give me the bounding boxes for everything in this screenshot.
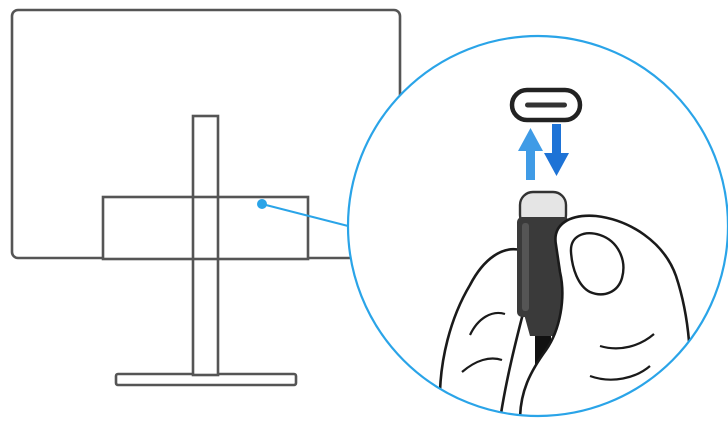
- hand-thumb-crease: [599, 333, 655, 350]
- hand-thumb-crease: [589, 365, 651, 381]
- usb-c-strain-relief: [524, 314, 562, 336]
- remove-arrow-icon: [544, 124, 569, 176]
- insert-arrow-icon: [518, 128, 543, 180]
- monitor-back-view: [10, 8, 402, 387]
- hand-knuckle-crease: [469, 311, 506, 336]
- usb-c-plug-body-highlight: [522, 223, 529, 311]
- zoom-circle-border: [346, 34, 728, 418]
- callout-leader-line: [261, 203, 353, 228]
- usb-c-port-location-dot: [257, 199, 267, 209]
- monitor-io-panel: [101, 195, 310, 261]
- hand-knuckle-crease: [461, 357, 503, 373]
- usb-c-port-tongue: [525, 102, 567, 108]
- hand-thumbnail: [569, 232, 625, 296]
- zoom-detail: [438, 87, 692, 416]
